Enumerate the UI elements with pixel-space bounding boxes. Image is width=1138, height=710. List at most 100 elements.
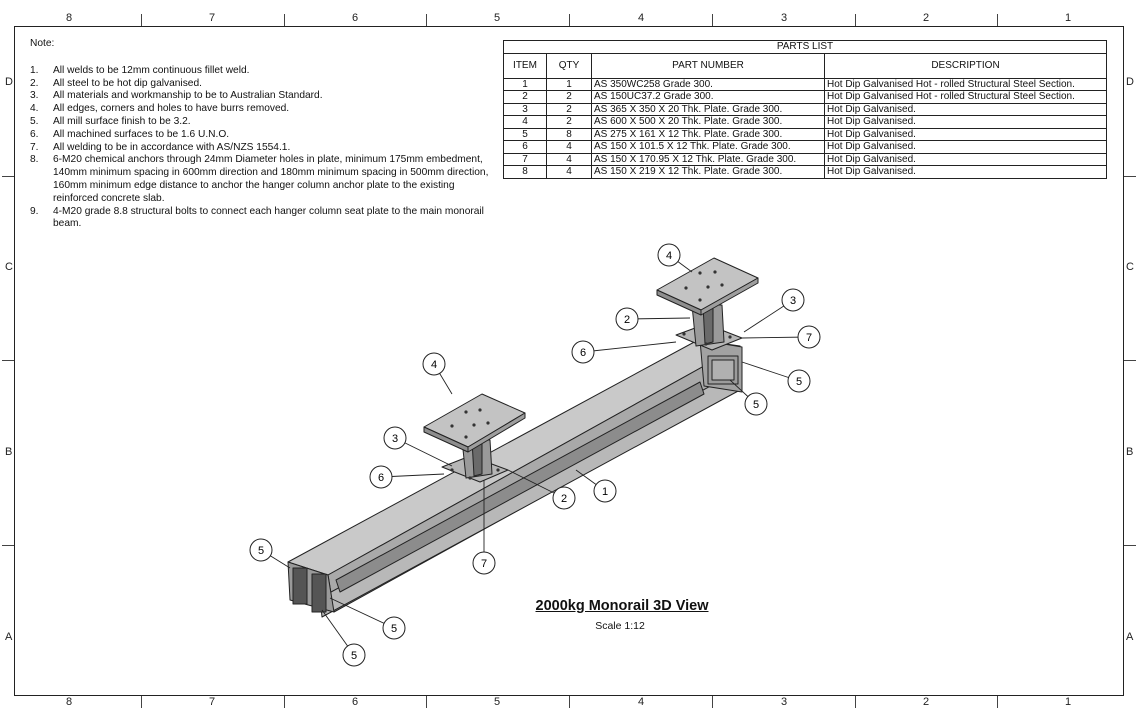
balloon-circle bbox=[657, 243, 681, 267]
note-number: 4. bbox=[30, 103, 39, 115]
zone-tick bbox=[712, 14, 713, 26]
item-balloon: 5 bbox=[249, 538, 273, 562]
note-number: 1. bbox=[30, 64, 39, 76]
zone-tick bbox=[1124, 545, 1136, 546]
leader-line bbox=[582, 341, 677, 353]
note-item: 4. All edges, corners and holes to have b… bbox=[30, 103, 500, 116]
cell-qty: 4 bbox=[546, 165, 592, 179]
balloon-label: 5 bbox=[351, 650, 357, 662]
drawing-frame bbox=[14, 26, 1124, 696]
balloon-label: 3 bbox=[790, 295, 796, 307]
zone-tick bbox=[997, 14, 998, 26]
note-item: 6.All machined surfaces to be 1.6 U.N.O. bbox=[30, 129, 500, 142]
parts-list-table: PARTS LIST ITEM QTY PART NUMBER DESCRIPT… bbox=[503, 40, 1107, 179]
zone-tick bbox=[426, 696, 427, 708]
header-qty: QTY bbox=[546, 52, 592, 79]
zone-tick bbox=[1124, 176, 1136, 177]
bolt-holes bbox=[450, 270, 732, 480]
zone-column-6-bottom: 6 bbox=[351, 696, 359, 708]
note-number: 2. bbox=[30, 77, 39, 89]
item-balloon: 1 bbox=[593, 479, 617, 503]
zone-column-6-top: 6 bbox=[351, 12, 359, 24]
zone-tick bbox=[141, 696, 142, 708]
item-balloon: 6 bbox=[571, 340, 595, 364]
zone-tick bbox=[426, 14, 427, 26]
balloon-circle bbox=[615, 307, 639, 331]
note-item: 9. 4-M20 grade 8.8 structural bolts to co… bbox=[30, 206, 500, 232]
balloon-label: 7 bbox=[806, 332, 812, 344]
note-item: 2. All steel to be hot dip galvanised. bbox=[30, 78, 500, 91]
zone-row-D-right: D bbox=[1126, 76, 1134, 88]
balloon-circle bbox=[552, 486, 576, 510]
bolt-hole bbox=[472, 423, 476, 427]
zone-column-3-top: 3 bbox=[780, 12, 788, 24]
bolt-hole bbox=[698, 271, 702, 275]
item-balloon: 6 bbox=[369, 465, 393, 489]
notes-list: 1. All welds to be 12mm continuous fillet… bbox=[30, 65, 500, 231]
item-balloon: 3 bbox=[383, 426, 407, 450]
view-title: 2000kg Monorail 3D View bbox=[535, 598, 709, 614]
zone-tick bbox=[569, 14, 570, 26]
balloon-circle bbox=[797, 325, 821, 349]
balloon-label: 5 bbox=[391, 623, 397, 635]
bolt-hole bbox=[684, 286, 688, 290]
bolt-hole bbox=[464, 410, 468, 414]
note-text: All edges, corners and holes to have bur… bbox=[53, 103, 290, 115]
zone-column-4-top: 4 bbox=[637, 12, 645, 24]
item-balloon: 3 bbox=[781, 288, 805, 312]
note-text: All welding to be in accordance with AS/… bbox=[53, 141, 291, 153]
bolt-hole bbox=[682, 332, 686, 336]
balloon-circle bbox=[787, 369, 811, 393]
zone-column-5-top: 5 bbox=[493, 12, 501, 24]
zone-tick bbox=[855, 14, 856, 26]
item-balloon: 7 bbox=[472, 551, 496, 575]
note-item: 8.6-M20 chemical anchors through 24mm Di… bbox=[30, 154, 500, 205]
zone-column-1-top: 1 bbox=[1064, 12, 1072, 24]
notes-block: Note: 1. All welds to be 12mm continuous … bbox=[30, 38, 500, 231]
item-balloon: 7 bbox=[797, 325, 821, 349]
note-number: 6. bbox=[30, 128, 39, 140]
zone-column-2-top: 2 bbox=[922, 12, 930, 24]
note-number: 3. bbox=[30, 90, 39, 102]
note-text: All mill surface finish to be 3.2. bbox=[53, 115, 191, 127]
note-item: 5.All mill surface finish to be 3.2. bbox=[30, 116, 500, 129]
item-balloon: 5 bbox=[744, 392, 768, 416]
balloon-label: 3 bbox=[392, 433, 398, 445]
bolt-hole bbox=[698, 298, 702, 302]
end-plate-left bbox=[292, 567, 308, 605]
bolt-hole bbox=[468, 476, 472, 480]
zone-column-1-bottom: 1 bbox=[1064, 696, 1072, 708]
item-balloon: 5 bbox=[787, 369, 811, 393]
hanger2-top-plate-edge-right bbox=[700, 277, 759, 316]
zone-tick bbox=[284, 14, 285, 26]
note-text: All welds to be 12mm continuous fillet w… bbox=[53, 64, 250, 76]
balloon-circle bbox=[369, 465, 393, 489]
note-number: 8. bbox=[30, 154, 39, 166]
balloon-label: 4 bbox=[666, 250, 672, 262]
bolt-hole bbox=[486, 421, 490, 425]
item-balloon: 4 bbox=[657, 243, 681, 267]
balloon-circle bbox=[593, 479, 617, 503]
note-text: 4-M20 grade 8.8 structural bolts to conn… bbox=[53, 205, 484, 230]
note-text: All steel to be hot dip galvanised. bbox=[53, 77, 202, 89]
note-number: 9. bbox=[30, 205, 39, 217]
beam-web bbox=[335, 381, 705, 593]
balloon-label: 5 bbox=[796, 376, 802, 388]
bolt-hole bbox=[478, 408, 482, 412]
bolt-hole bbox=[713, 270, 717, 274]
hanger1-top-plate-edge-right bbox=[467, 412, 526, 453]
end-plate-right bbox=[311, 573, 327, 613]
balloon-label: 6 bbox=[580, 347, 586, 359]
balloon-label: 6 bbox=[378, 472, 384, 484]
zone-tick bbox=[2, 176, 14, 177]
notes-title: Note: bbox=[30, 38, 55, 49]
zone-tick bbox=[284, 696, 285, 708]
note-item: 3.All materials and workmanship to be to… bbox=[30, 90, 500, 103]
balloon-circle bbox=[249, 538, 273, 562]
